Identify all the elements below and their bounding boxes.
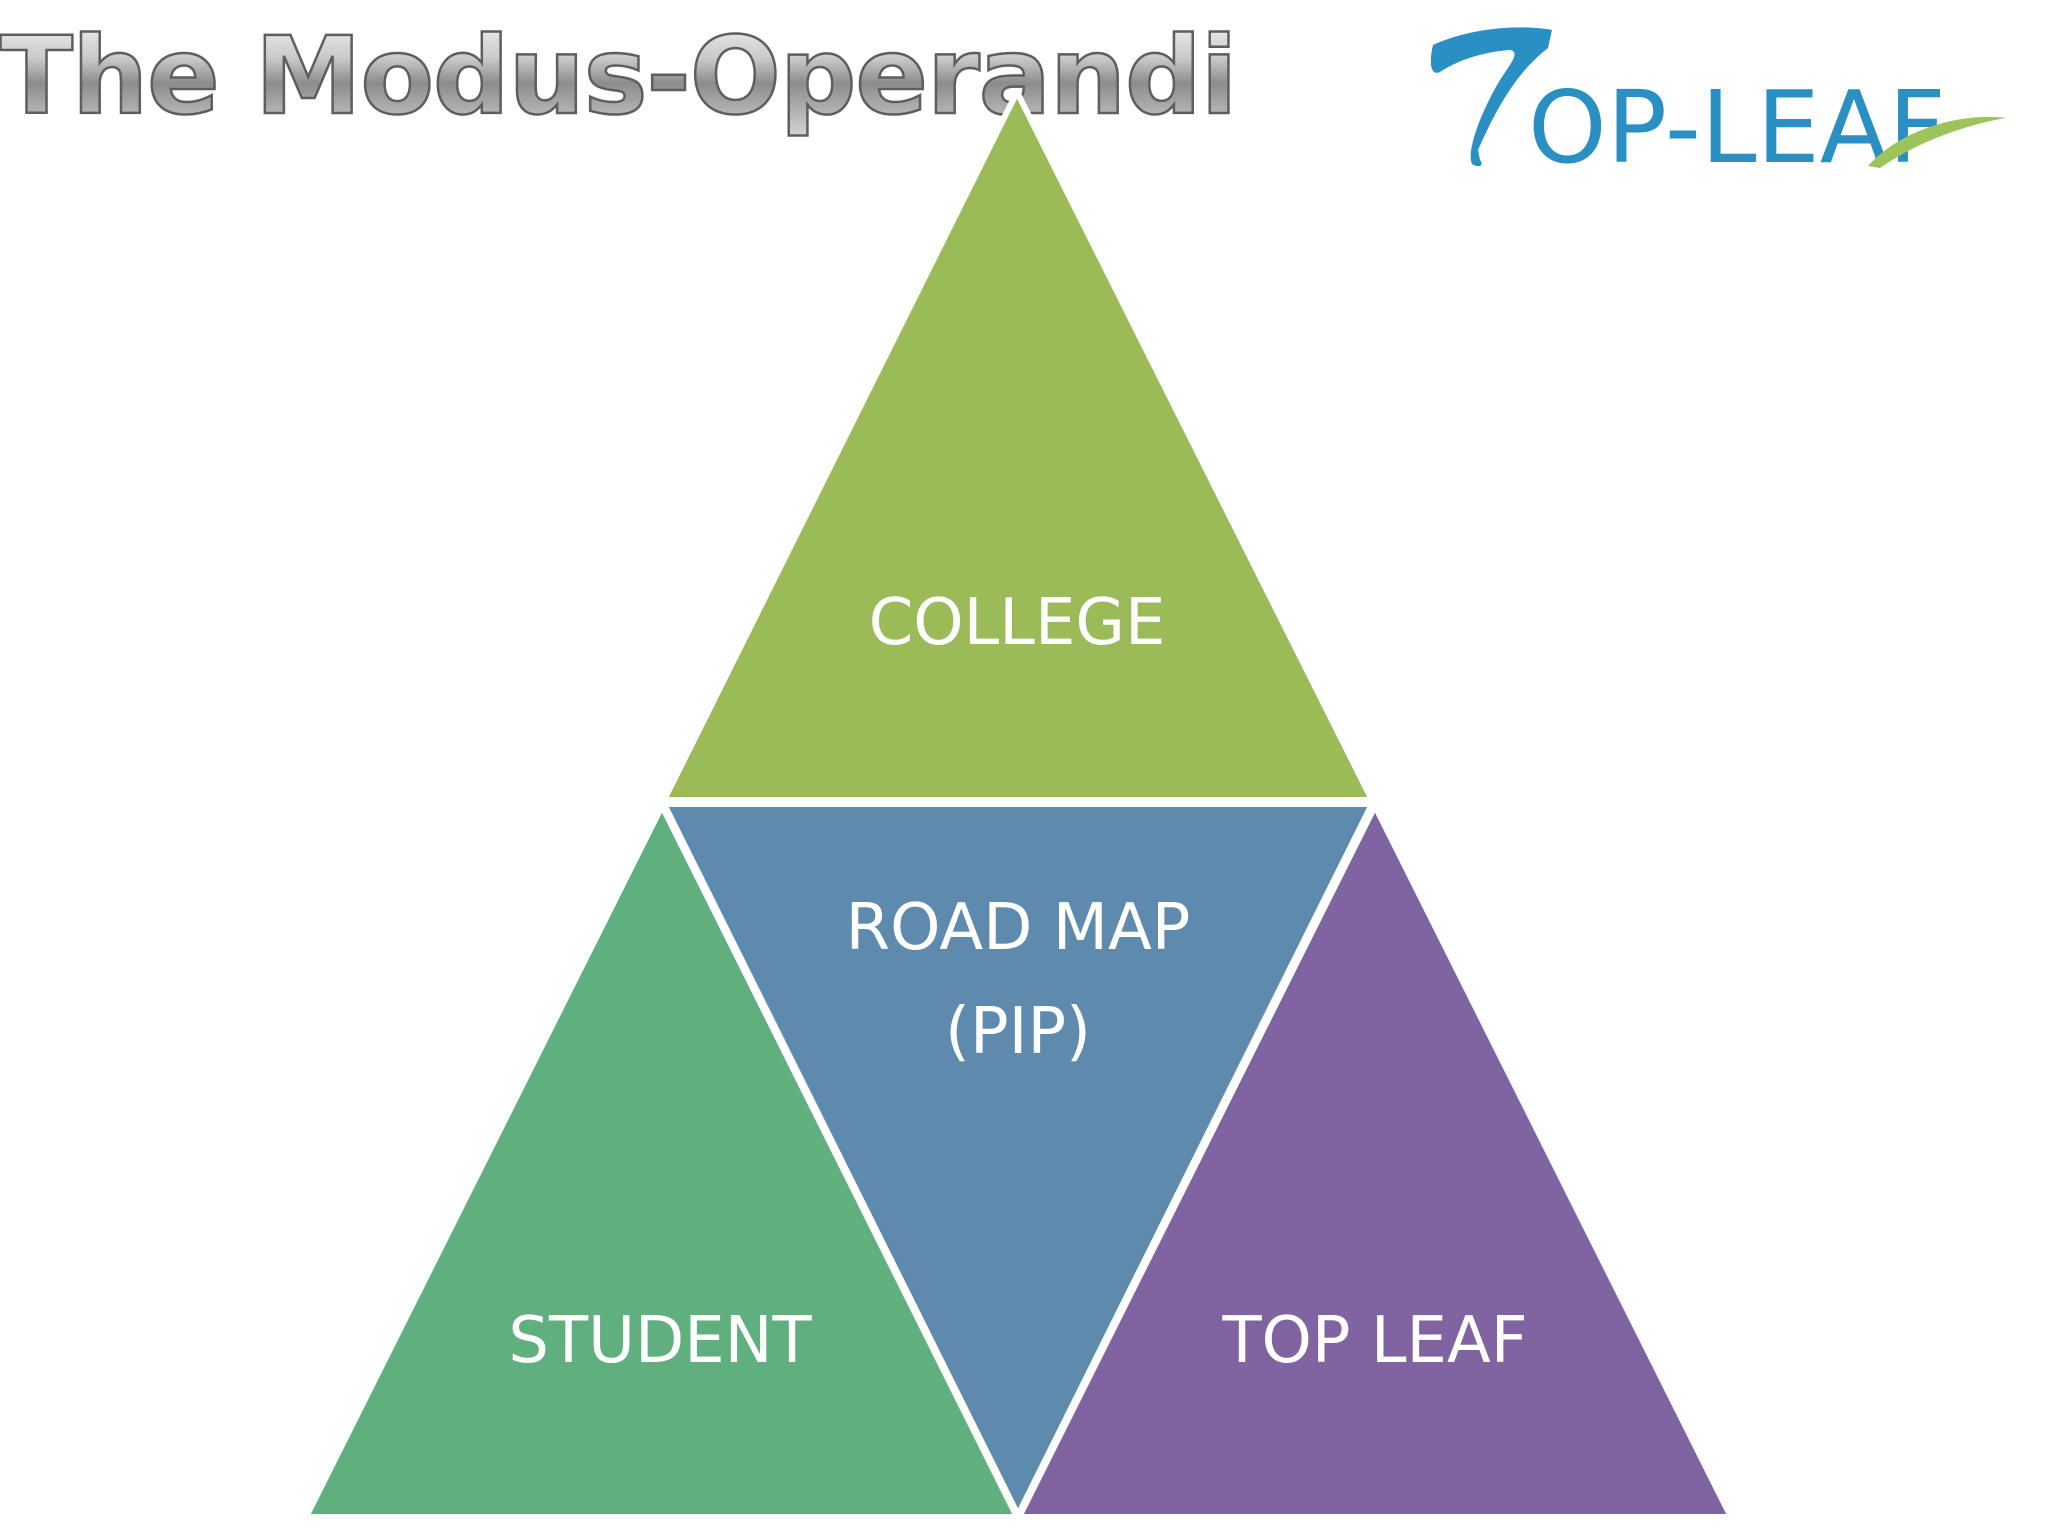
top-leaf-logo: OP-LEAF <box>1430 27 2006 186</box>
logo-leaf-swoosh <box>1868 116 2006 168</box>
road-map-subtitle: (PIP) <box>945 995 1091 1069</box>
top-leaf-label: TOP LEAF <box>1221 1304 1527 1378</box>
college-label: COLLEGE <box>869 586 1166 660</box>
road-map-label: ROAD MAP <box>846 891 1191 965</box>
slide-title: The Modus-Operandi <box>0 15 1236 139</box>
college-triangle <box>661 89 1375 803</box>
logo-wordmark: OP-LEAF <box>1528 69 1946 186</box>
road-map-triangle <box>661 801 1375 1518</box>
student-label: STUDENT <box>508 1304 812 1378</box>
logo-seven-mark <box>1430 27 1552 167</box>
